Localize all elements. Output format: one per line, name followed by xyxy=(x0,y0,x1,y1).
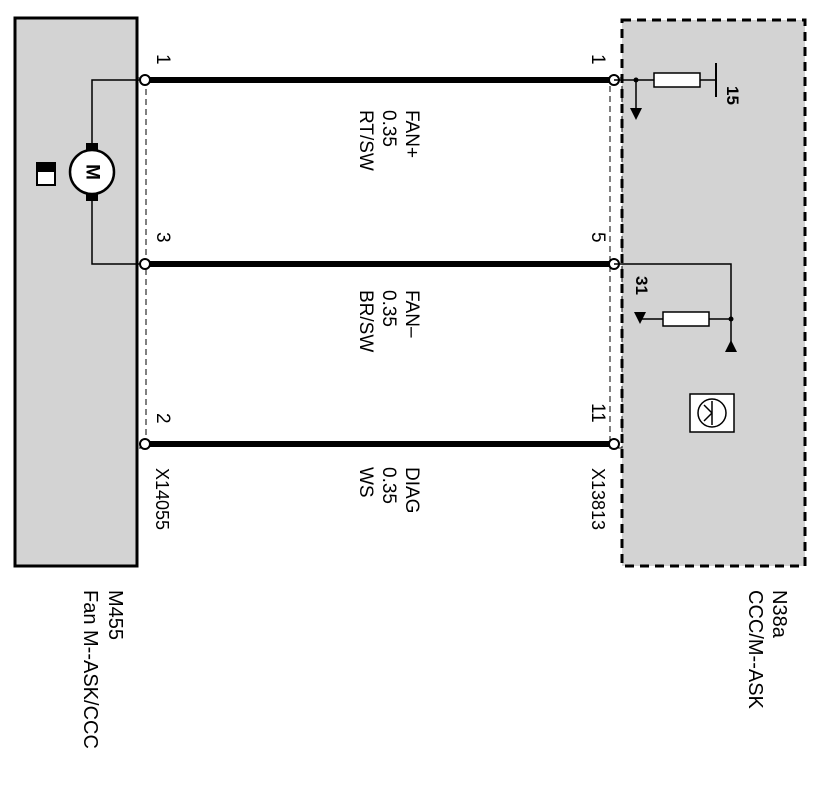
pin-left-2: 2 xyxy=(152,413,173,424)
terminal-15-circuit xyxy=(614,63,717,120)
wire-fan-minus-gauge: 0.35 xyxy=(378,290,399,327)
right-module-description: CCC/M--ASK xyxy=(744,590,766,710)
terminal-31-label: 31 xyxy=(632,276,651,295)
pin-dot-left-1 xyxy=(139,74,151,86)
wire-diag-signal: DIAG xyxy=(401,467,422,513)
pin-right-11: 11 xyxy=(587,403,608,423)
right-module-id: N38a xyxy=(768,590,790,639)
left-module-description: Fan M--ASK/CCC xyxy=(79,590,101,749)
pin-dot-left-2 xyxy=(139,438,151,450)
pin-dot-left-3 xyxy=(139,258,151,270)
left-module-id: M455 xyxy=(104,590,126,640)
wire-fan-plus-color: RT/SW xyxy=(355,110,376,171)
pin-right-5: 5 xyxy=(587,232,608,243)
wire-fan-minus-signal: FAN– xyxy=(401,290,422,338)
wire-fan-plus-gauge: 0.35 xyxy=(378,110,399,147)
pin-left-1: 1 xyxy=(152,54,173,65)
wire-diag-color: WS xyxy=(355,467,376,498)
wire-diag-gauge: 0.35 xyxy=(378,467,399,504)
terminal-15-label: 15 xyxy=(723,86,742,105)
fan-motor-icon: M xyxy=(68,143,116,201)
motor-label: M xyxy=(82,164,103,180)
right-module-box xyxy=(620,18,807,568)
wire-fan-plus-signal: FAN+ xyxy=(401,110,422,158)
right-connector-label: X13813 xyxy=(588,468,608,530)
pin-dot-right-11 xyxy=(608,438,620,450)
wire-fan-minus-color: BR/SW xyxy=(355,290,376,352)
component-symbol-icon xyxy=(36,162,56,186)
left-connector-label: X14055 xyxy=(152,468,172,530)
terminal-31-circuit xyxy=(614,263,737,352)
transistor-icon xyxy=(689,393,735,433)
left-module-box xyxy=(13,16,139,568)
pin-right-1: 1 xyxy=(587,54,608,65)
pin-left-3: 3 xyxy=(152,232,173,243)
